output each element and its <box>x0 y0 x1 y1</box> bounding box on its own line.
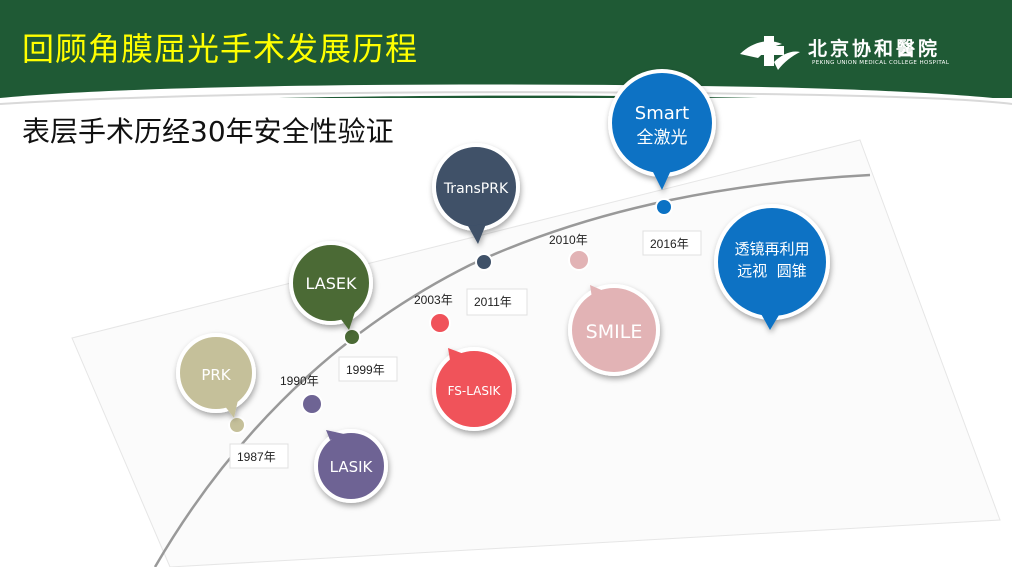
dot-2010 <box>568 249 590 271</box>
dot-1987 <box>228 416 246 434</box>
svg-text:LASEK: LASEK <box>306 274 357 293</box>
svg-text:2003年: 2003年 <box>414 293 453 307</box>
bubble-smart: Smart 全激光 <box>608 69 716 190</box>
bubble-lens-reuse: 透镜再利用 远视 圆锥 <box>714 204 830 330</box>
bubble-lasik: LASIK <box>314 429 388 503</box>
svg-text:Smart: Smart <box>635 103 689 124</box>
svg-text:FS-LASIK: FS-LASIK <box>448 384 502 398</box>
logo-english-name: PEKING UNION MEDICAL COLLEGE HOSPITAL <box>812 60 950 66</box>
dot-2011 <box>475 253 493 271</box>
svg-text:1999年: 1999年 <box>346 363 385 377</box>
svg-text:SMILE: SMILE <box>586 321 643 343</box>
header-swoosh <box>0 84 1012 110</box>
dot-1999 <box>343 328 361 346</box>
bubble-prk-circle <box>176 333 256 413</box>
svg-text:1987年: 1987年 <box>237 450 276 464</box>
year-label-2010: 2010年 <box>549 233 588 247</box>
svg-text:PRK: PRK <box>201 366 231 384</box>
bubble-lasek: LASEK <box>289 241 373 330</box>
year-label-1987: 1987年 <box>229 443 289 469</box>
dot-2003 <box>429 312 451 334</box>
page-title: 回顾角膜屈光手术发展历程 <box>22 30 419 68</box>
timeline-curve <box>153 173 871 567</box>
svg-text:全激光: 全激光 <box>637 128 688 148</box>
svg-text:远视 圆锥: 远视 圆锥 <box>737 262 807 280</box>
svg-text:2016年: 2016年 <box>650 237 689 251</box>
bubble-transprk: TransPRK <box>432 143 520 244</box>
dot-2016 <box>655 198 673 216</box>
year-label-2011: 2011年 <box>466 288 528 316</box>
timeline-dots <box>228 198 673 434</box>
svg-text:1990年: 1990年 <box>280 374 319 388</box>
bubble-prk: PRK <box>176 333 256 418</box>
svg-text:透镜再利用: 透镜再利用 <box>734 240 809 258</box>
year-label-1990: 1990年 <box>280 374 319 388</box>
year-label-2016: 2016年 <box>642 230 702 256</box>
slide-subtitle: 表层手术历经30年安全性验证 <box>22 115 394 148</box>
year-label-2003: 2003年 <box>414 293 453 307</box>
year-label-1999: 1999年 <box>338 356 398 382</box>
dot-1990 <box>301 393 323 415</box>
bubble-fs-lasik: FS-LASIK <box>432 347 516 431</box>
header-banner: 回顾角膜屈光手术发展历程 北京协和醫院 PEKING UNION MEDICAL… <box>0 0 1012 98</box>
bubble-smile: SMILE <box>568 284 660 376</box>
svg-text:LASIK: LASIK <box>330 458 374 476</box>
svg-text:2011年: 2011年 <box>474 295 512 309</box>
logo-chinese-name: 北京协和醫院 <box>808 38 941 60</box>
hospital-logo: 北京协和醫院 PEKING UNION MEDICAL COLLEGE HOSP… <box>738 32 978 72</box>
svg-text:2010年: 2010年 <box>549 233 588 247</box>
cross-emblem-icon <box>740 36 800 70</box>
svg-text:TransPRK: TransPRK <box>443 181 509 197</box>
